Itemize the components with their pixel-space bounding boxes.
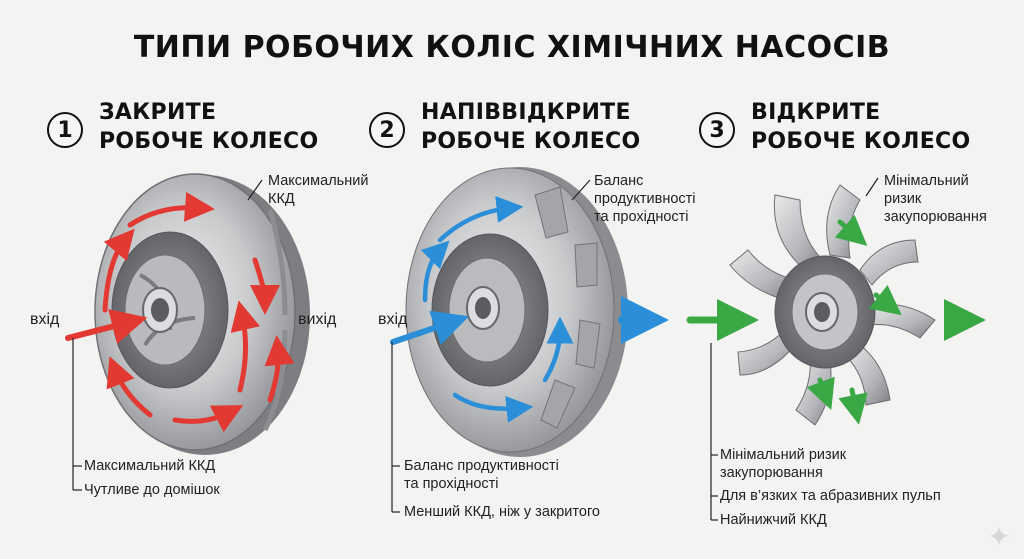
section-number-badge: 2 (369, 112, 405, 148)
note-open-1: Мінімальний ризик закупорювання (720, 447, 847, 481)
callout-open-top: Мінімальний ризик закупорювання (884, 173, 987, 225)
heading-line-1: ВІДКРИТЕ (751, 100, 881, 125)
heading-line-2: РОБОЧЕ КОЛЕСО (99, 129, 319, 154)
diagram-title: ТИПИ РОБОЧИХ КОЛІС ХІМІЧНИХ НАСОСІВ (133, 30, 891, 65)
note-closed-2: Чутливе до домішок (84, 482, 220, 498)
heading-line-2: РОБОЧЕ КОЛЕСО (751, 129, 971, 154)
note-semi-open-1: Баланс продуктивності та прохідності (404, 458, 559, 492)
semi-open-impeller-graphic (390, 167, 669, 513)
heading-line-1: ЗАКРИТЕ (99, 100, 217, 125)
note-open-3: Найнижчий ККД (720, 512, 827, 528)
callout-semi-open-top: Баланс продуктивності та прохідності (594, 173, 696, 225)
section-heading: НАПІВВІДКРИТЕ РОБОЧЕ КОЛЕСО (421, 98, 641, 156)
section-header-open: 3 ВІДКРИТЕ РОБОЧЕ КОЛЕСО (699, 98, 971, 156)
note-semi-open-2: Менший ККД, ніж у закритого (404, 504, 600, 520)
open-impeller-graphic (686, 177, 986, 521)
inlet-label: вхід (378, 311, 408, 328)
sparkle-icon (988, 525, 1010, 547)
heading-line-2: РОБОЧЕ КОЛЕСО (421, 129, 641, 154)
note-open-2: Для в’язких та абразивних пульп (720, 488, 941, 504)
section-heading: ЗАКРИТЕ РОБОЧЕ КОЛЕСО (99, 98, 319, 156)
section-header-closed: 1 ЗАКРИТЕ РОБОЧЕ КОЛЕСО (47, 98, 319, 156)
section-number-badge: 3 (699, 112, 735, 148)
section-heading: ВІДКРИТЕ РОБОЧЕ КОЛЕСО (751, 98, 971, 156)
inlet-label: вхід (30, 311, 60, 328)
note-closed-1: Максимальний ККД (84, 458, 216, 474)
heading-line-1: НАПІВВІДКРИТЕ (421, 100, 631, 125)
outlet-label: вихід (298, 311, 337, 328)
section-number-badge: 1 (47, 112, 83, 148)
section-header-semi-open: 2 НАПІВВІДКРИТЕ РОБОЧЕ КОЛЕСО (369, 98, 641, 156)
callout-closed-top: Максимальний ККД (268, 173, 369, 207)
closed-impeller-graphic (65, 173, 310, 491)
